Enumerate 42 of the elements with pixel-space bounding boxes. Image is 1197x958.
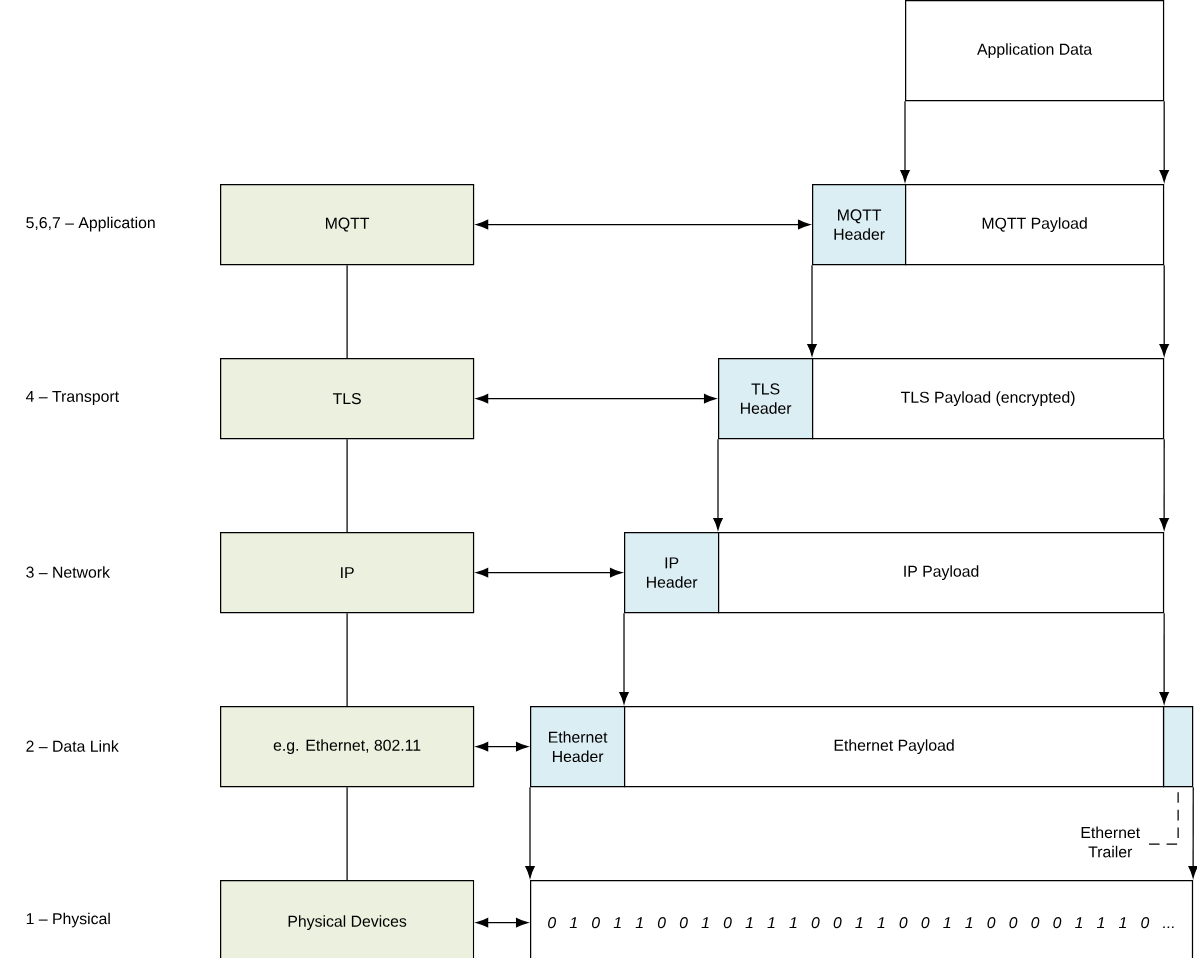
connector-line <box>346 612 348 707</box>
payload-box: Ethernet Payload <box>624 706 1165 788</box>
arrow <box>713 438 723 531</box>
layer-label: 3 – Network <box>26 566 110 578</box>
leader-line <box>1148 786 1179 845</box>
arrow <box>476 741 529 752</box>
header-box: TLS Header <box>718 358 814 440</box>
annotation-text: Ethernet Trailer <box>1081 826 1140 858</box>
connector-line <box>346 786 348 881</box>
payload-box: IP Payload <box>718 532 1165 614</box>
payload-box: TLS Payload (encrypted) <box>812 358 1165 440</box>
header-box: Ethernet Header <box>530 706 626 788</box>
arrow <box>900 100 910 183</box>
arrow <box>1159 264 1169 357</box>
protocol-box: Physical Devices <box>220 880 475 958</box>
connector-line <box>346 264 348 359</box>
arrow <box>1159 100 1169 183</box>
arrow <box>1188 786 1197 879</box>
arrow <box>476 917 529 928</box>
arrow <box>476 567 623 578</box>
protocol-box: TLS <box>220 358 475 440</box>
header-box: MQTT Header <box>812 184 907 266</box>
arrow <box>525 786 535 879</box>
layer-label: 4 – Transport <box>26 390 119 406</box>
data-box: Application Data <box>905 0 1165 102</box>
layer-label: 5,6,7 – Application <box>26 216 155 232</box>
protocol-box: e.g. Ethernet, 802.11 <box>220 706 475 788</box>
arrow <box>1159 438 1169 531</box>
protocol-box: MQTT <box>220 184 475 266</box>
arrow <box>619 612 629 705</box>
trailer-box <box>1163 706 1194 788</box>
protocol-box: IP <box>220 532 475 614</box>
payload-box: MQTT Payload <box>905 184 1165 266</box>
connector-line <box>346 438 348 533</box>
arrow <box>807 264 817 357</box>
header-box: IP Header <box>624 532 720 614</box>
arrow <box>476 219 811 230</box>
arrow <box>476 393 717 404</box>
bitstream-box: 0 1 0 1 1 0 0 1 0 1 1 1 0 0 1 1 0 0 1 1 0 0 0 0 1 1 1 0 ... <box>530 880 1194 958</box>
layer-label: 1 – Physical <box>26 912 110 928</box>
arrow <box>1159 612 1169 705</box>
layer-label: 2 – Data Link <box>26 740 119 752</box>
